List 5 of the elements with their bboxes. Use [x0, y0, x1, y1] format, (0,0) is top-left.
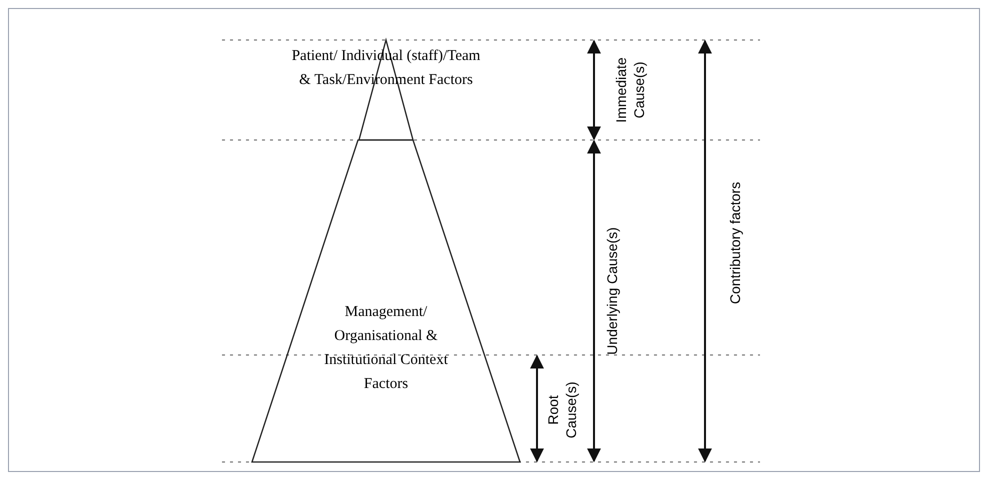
node-label: Management/ Organisational & Institutional Context Factors	[323, 303, 449, 394]
dimension-label: Immediate Cause(s)	[612, 56, 648, 125]
dimension-label: Underlying Cause(s)	[603, 226, 621, 357]
dimension-label: Root Cause(s)	[544, 380, 580, 440]
dimension-label: Contributory factors	[726, 180, 744, 306]
